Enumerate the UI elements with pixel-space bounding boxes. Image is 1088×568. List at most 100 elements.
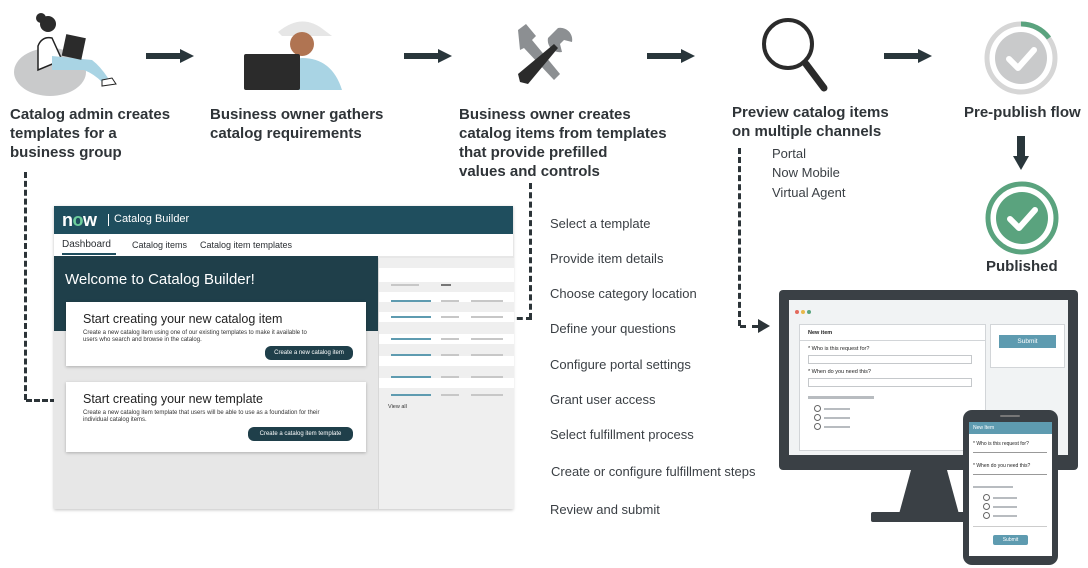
channel-virtual-agent: Virtual Agent — [772, 185, 846, 200]
mobile-submit-button[interactable]: Submit — [993, 535, 1028, 545]
date-field[interactable] — [973, 474, 1047, 475]
app-header: now Catalog Builder — [54, 206, 513, 234]
radio-option[interactable] — [983, 512, 990, 519]
sub-step: Configure portal settings — [550, 357, 691, 372]
connector-step1 — [24, 172, 27, 400]
tools-icon — [518, 24, 573, 84]
card-description: Create a new catalog item template that … — [83, 410, 320, 423]
sub-step: Provide item details — [550, 251, 664, 266]
app-nav: Dashboard Catalog items Catalog item tem… — [54, 234, 513, 256]
step-1-title: Catalog admin creates templates for a bu… — [10, 106, 171, 161]
form-panel: New item * Who is this request for? * Wh… — [799, 324, 986, 451]
panel-line — [471, 316, 503, 318]
radio-option[interactable] — [814, 405, 821, 412]
panel-line — [471, 300, 503, 302]
person-computer-icon — [244, 21, 342, 90]
phone-speaker — [1000, 415, 1020, 417]
flow-arrow — [884, 49, 932, 63]
row-bg — [379, 292, 514, 302]
connector-step1-h — [26, 399, 56, 402]
recent-items-panel: View all — [378, 258, 514, 509]
window-dot-red — [795, 310, 799, 314]
down-arrow-head — [1013, 156, 1029, 170]
question-label: * Who is this request for? — [808, 346, 870, 352]
now-logo: now — [62, 210, 97, 230]
requester-field[interactable] — [973, 452, 1047, 453]
panel-line — [441, 300, 459, 302]
checkmark-pending-icon — [984, 21, 1058, 95]
published-label: Published — [986, 258, 1058, 275]
monitor-stand — [899, 470, 959, 514]
radio-label-line — [824, 417, 850, 419]
date-field[interactable] — [808, 378, 972, 387]
sub-step: Select a template — [550, 216, 651, 231]
create-template-button[interactable]: Create a catalog item template — [248, 427, 353, 441]
channel-portal: Portal — [772, 146, 806, 161]
view-all-link[interactable]: View all — [388, 404, 407, 410]
radio-option[interactable] — [814, 414, 821, 421]
step-5-title: Pre-publish flow — [964, 104, 1081, 121]
channel-now-mobile: Now Mobile — [772, 165, 840, 180]
window-dot-green — [807, 310, 811, 314]
radio-label-line — [993, 515, 1017, 517]
radio-label-line — [824, 408, 850, 410]
step-3-title: Business owner creates catalog items fro… — [459, 106, 667, 180]
panel-line — [441, 354, 459, 356]
window-dot-yellow — [801, 310, 805, 314]
radio-label-line — [993, 497, 1017, 499]
tab-dashboard[interactable]: Dashboard — [62, 239, 111, 250]
app-title: Catalog Builder — [114, 213, 190, 225]
radio-option[interactable] — [814, 423, 821, 430]
question-label: * When do you need this? — [808, 369, 871, 375]
header-divider — [108, 214, 109, 226]
down-arrow — [1017, 136, 1025, 158]
connector-step4 — [738, 148, 741, 326]
section-bar — [973, 486, 1013, 488]
catalog-builder-screenshot: now Catalog Builder Dashboard Catalog it… — [54, 206, 514, 509]
sub-step: Define your questions — [550, 321, 676, 336]
panel-line — [441, 284, 451, 286]
sub-step: Review and submit — [550, 502, 660, 517]
card-title: Start creating your new catalog item — [83, 312, 283, 326]
panel-line — [391, 376, 431, 378]
question-label: * Who is this request for? — [973, 441, 1029, 447]
panel-tab — [379, 268, 514, 282]
person-laptop-icon — [14, 13, 117, 96]
create-catalog-item-button[interactable]: Create a new catalog item — [265, 346, 353, 360]
tab-catalog-items[interactable]: Catalog items — [132, 240, 188, 250]
sub-step: Choose category location — [550, 286, 697, 301]
radio-option[interactable] — [983, 494, 990, 501]
section-bar — [808, 396, 874, 399]
panel-line — [471, 354, 503, 356]
tab-active-underline — [62, 253, 116, 255]
magnifier-icon — [762, 18, 828, 92]
sub-step: Grant user access — [550, 392, 656, 407]
card-description: Create a new catalog item using one of o… — [83, 330, 307, 343]
submit-panel: Submit — [990, 324, 1065, 368]
checkmark-published-icon — [985, 181, 1059, 255]
new-template-card: Start creating your new template Create … — [66, 382, 366, 452]
monitor-base — [871, 512, 987, 522]
panel-line — [441, 316, 459, 318]
desktop-submit-button[interactable]: Submit — [999, 335, 1056, 348]
panel-line — [391, 394, 431, 396]
panel-line — [471, 394, 503, 396]
radio-label-line — [993, 506, 1017, 508]
radio-label-line — [824, 426, 850, 428]
form-title: New item — [808, 330, 833, 336]
step-2-title: Business owner gathers catalog requireme… — [210, 106, 384, 142]
panel-line — [441, 376, 459, 378]
requester-field[interactable] — [808, 355, 972, 364]
flow-arrow — [404, 49, 452, 63]
radio-option[interactable] — [983, 503, 990, 510]
panel-line — [391, 338, 431, 340]
mobile-phone: New Item * Who is this request for? * Wh… — [963, 410, 1058, 565]
panel-line — [391, 354, 431, 356]
sub-step: Select fulfillment process — [550, 427, 694, 442]
row-bg — [379, 356, 514, 366]
row-bg — [379, 378, 514, 388]
panel-line — [391, 300, 431, 302]
form-divider — [973, 526, 1047, 527]
new-catalog-item-card: Start creating your new catalog item Cre… — [66, 302, 366, 366]
tab-catalog-item-templates[interactable]: Catalog item templates — [200, 240, 293, 250]
